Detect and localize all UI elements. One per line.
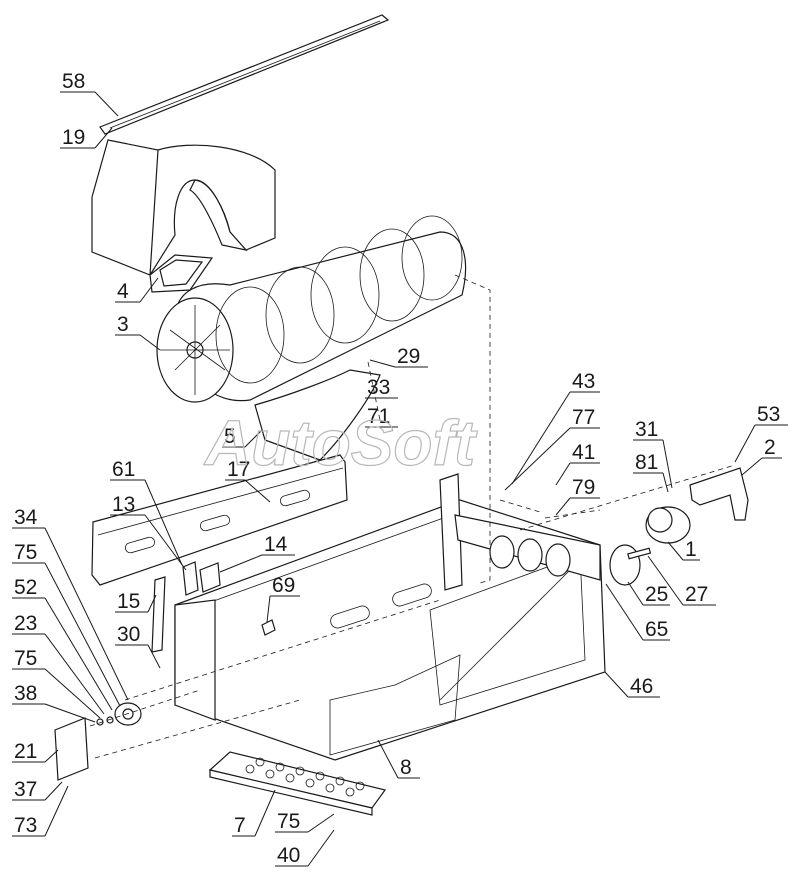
callout-3: 3 — [117, 313, 129, 336]
side-brackets-part — [151, 561, 276, 653]
flange-part — [96, 702, 142, 726]
callout-43: 43 — [572, 370, 595, 393]
callout-30: 30 — [117, 623, 140, 646]
callout-15: 15 — [117, 590, 140, 613]
callout-29: 29 — [397, 345, 420, 368]
callout-46: 46 — [630, 675, 653, 698]
callout-79: 79 — [572, 476, 595, 499]
callout-52: 52 — [14, 576, 37, 599]
callout-69: 69 — [272, 574, 295, 597]
callout-4: 4 — [117, 280, 129, 303]
callout-34: 34 — [14, 506, 38, 529]
callout-75: 75 — [14, 647, 37, 670]
cross-beam-part — [91, 454, 348, 586]
blower-housing-part — [91, 139, 276, 293]
callout-61: 61 — [112, 458, 135, 481]
bracket-part — [689, 467, 749, 521]
callout-8: 8 — [400, 756, 412, 779]
bearing-housing-part — [645, 506, 691, 544]
callout-37: 37 — [14, 778, 37, 801]
callout-77: 77 — [572, 406, 595, 429]
callout-73: 73 — [14, 814, 37, 837]
callout-25: 25 — [645, 583, 668, 606]
callout-40: 40 — [277, 844, 300, 867]
callout-13: 13 — [112, 493, 135, 516]
callout-33: 33 — [367, 376, 390, 399]
callout-65: 65 — [645, 618, 668, 641]
callout-75: 75 — [277, 810, 300, 833]
callout-27: 27 — [685, 583, 708, 606]
curved-cover-part — [254, 369, 381, 461]
callout-71: 71 — [367, 405, 390, 428]
callout-1: 1 — [685, 538, 697, 561]
callout-81: 81 — [635, 451, 658, 474]
step-plate-part — [208, 751, 387, 816]
callout-75: 75 — [14, 541, 37, 564]
callout-23: 23 — [14, 612, 37, 635]
callout-17: 17 — [227, 458, 250, 481]
pin-part — [627, 547, 652, 560]
callout-7: 7 — [234, 814, 246, 837]
callout-31: 31 — [635, 418, 658, 441]
rotor-drum-part — [156, 215, 467, 403]
callout-21: 21 — [14, 740, 37, 763]
callout-41: 41 — [572, 441, 595, 464]
callout-38: 38 — [14, 682, 37, 705]
cover-plate-part — [54, 717, 89, 781]
watermark-logo: AutoSoft — [203, 407, 478, 479]
callout-labels: 58 19 4 3 29 33 71 5 43 77 41 79 31 81 5… — [12, 70, 788, 867]
callout-58: 58 — [62, 70, 85, 93]
callout-5: 5 — [224, 425, 236, 448]
callout-2: 2 — [764, 436, 776, 459]
assembly-dashed-lines — [89, 274, 736, 759]
callout-14: 14 — [264, 533, 288, 556]
top-strip-part — [99, 14, 390, 135]
callout-53: 53 — [757, 403, 780, 426]
callout-19: 19 — [62, 126, 85, 149]
